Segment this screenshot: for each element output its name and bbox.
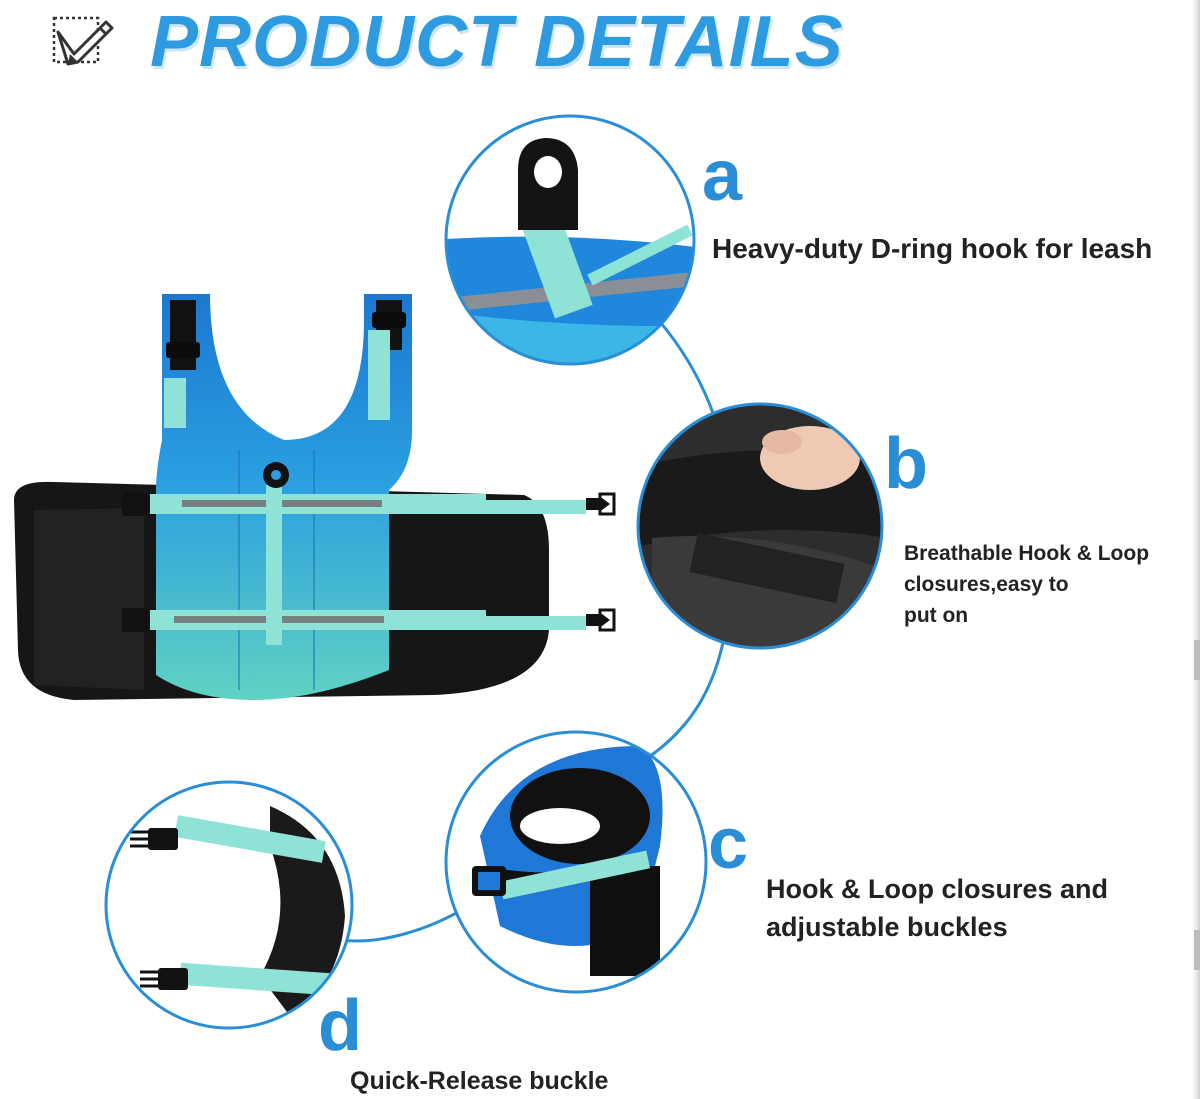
detail-bubble-quick-release (104, 780, 354, 1030)
detail-bubble-adjustable-buckle (444, 730, 708, 994)
edge-tick (1194, 640, 1200, 680)
feature-text-a: Heavy-duty D-ring hook for leash (712, 233, 1153, 264)
feature-text-d: Quick-Release buckle (350, 1067, 609, 1095)
feature-letter-c: c (708, 804, 749, 884)
page-edge-strip (1192, 0, 1200, 1099)
feature-letter-b: b (884, 424, 928, 504)
dog-life-vest-image (14, 294, 616, 700)
page-title: PRODUCT DETAILS (150, 2, 844, 82)
feature-letter-a: a (702, 136, 743, 216)
detail-bubble-d-ring (444, 114, 696, 366)
edge-tick (1194, 930, 1200, 970)
detail-bubble-hook-loop (636, 402, 884, 650)
pencil-edit-icon (52, 16, 114, 66)
feature-text-c: Hook & Loop closures and adjustable buck… (766, 874, 1109, 942)
feature-text-b: Breathable Hook & Loop closures,easy to … (904, 542, 1150, 627)
feature-letter-d: d (318, 986, 362, 1066)
